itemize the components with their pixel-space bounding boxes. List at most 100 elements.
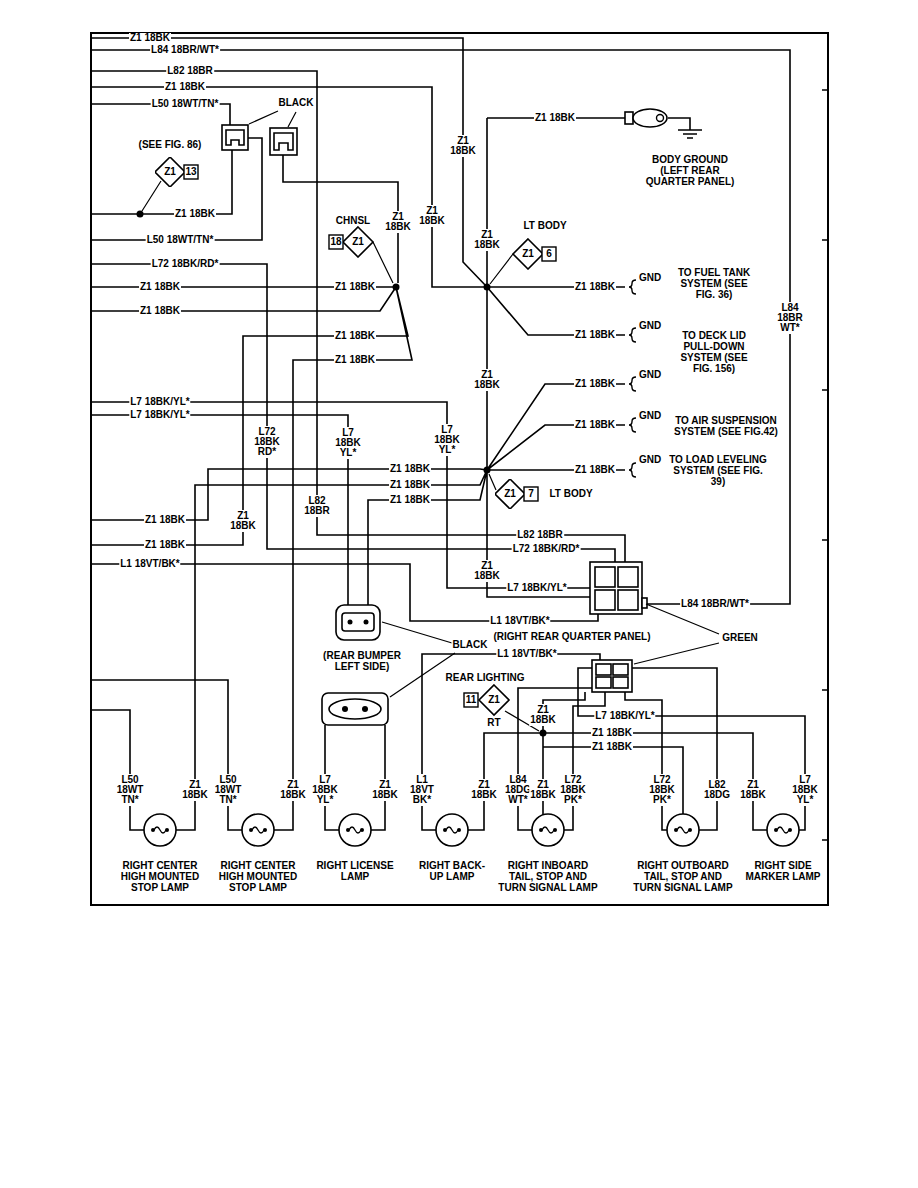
wire-label: Z1 18BK	[334, 282, 376, 292]
wire-label: Z1 18BK	[449, 135, 477, 157]
lamp-name: RIGHT CENTER HIGH MOUNTED STOP LAMP	[214, 860, 302, 893]
note-text: TO DECK LID PULL-DOWN SYSTEM (SEE FIG. 1…	[671, 330, 758, 374]
wire-label: L72 18BK RD*	[253, 426, 281, 458]
diamond-outline	[495, 479, 525, 509]
splice-label: CHNSL	[336, 216, 370, 226]
wire-label: GND	[638, 273, 662, 283]
splice-diamond: LT BODYZ16	[505, 218, 577, 270]
lamp-symbol	[496, 812, 600, 848]
lamp-caption-box: RIGHT BACK-UP LAMP	[417, 860, 487, 882]
lamp-name: RIGHT SIDE MARKER LAMP	[744, 860, 822, 882]
wire-label: L7 18BK/YL*	[594, 711, 655, 721]
diamond-outline	[155, 157, 185, 187]
wire-label: GREEN	[721, 633, 759, 643]
connector-cavity	[596, 677, 611, 688]
splice-label: Z1	[488, 695, 500, 705]
connector	[222, 125, 248, 150]
wire-label: BLACK	[278, 98, 315, 108]
wire-label: Z1 18BK	[181, 779, 209, 801]
wire-label: Z1 18BK	[334, 331, 376, 341]
lamp: RIGHT CENTER HIGH MOUNTED STOP LAMP	[214, 812, 302, 895]
lamp-name: RIGHT INBOARD TAIL, STOP AND TURN SIGNAL…	[496, 860, 600, 893]
wire-label: Z1 18BK	[473, 560, 501, 582]
wire-label: GND	[638, 455, 662, 465]
wire-label: L50 18WT/TN*	[146, 235, 215, 245]
lamp-contact	[263, 828, 267, 832]
splice-diamond: REAR LIGHTING11Z1RT	[430, 670, 530, 732]
wire-label: Z1 18BK	[279, 779, 307, 801]
lamp-contact	[774, 828, 778, 832]
lamp-contact	[539, 828, 543, 832]
splice-label: LT BODY	[523, 221, 566, 231]
connector-pin	[348, 620, 353, 625]
wire-label: Z1 18BK	[574, 465, 616, 475]
lamp-caption-box: RIGHT SIDE MARKER LAMP	[744, 860, 822, 882]
lamp-contact	[360, 828, 364, 832]
lamp-contact	[151, 828, 155, 832]
splice-label: 6	[546, 249, 552, 259]
lamp-contact	[165, 828, 169, 832]
ground-symbol	[678, 130, 702, 138]
lamp-bulb	[767, 814, 799, 846]
splice-dot	[484, 284, 491, 291]
lamp-contact	[553, 828, 557, 832]
wire-label: Z1 18BK	[389, 464, 431, 474]
wire-label: Z1 18BK	[574, 420, 616, 430]
splice-label: LT BODY	[549, 489, 592, 499]
gnd-bracket	[629, 280, 636, 477]
wire-label: L82 18BR	[516, 530, 564, 540]
lamp-bulb	[242, 814, 274, 846]
lamp-contact	[688, 828, 692, 832]
splice-number-box	[542, 247, 556, 261]
wire	[90, 38, 805, 830]
lamp-symbol	[744, 812, 822, 848]
wire-label: L50 18WT TN*	[214, 774, 243, 806]
wire-label: L1 18VT/BK*	[489, 616, 550, 626]
lamp-caption-box: RIGHT OUTBOARD TAIL, STOP AND TURN SIGNA…	[631, 860, 735, 893]
lamp: RIGHT BACK-UP LAMP	[417, 812, 487, 884]
lamp: RIGHT SIDE MARKER LAMP	[744, 812, 822, 884]
lamp: RIGHT CENTER HIGH MOUNTED STOP LAMP	[116, 812, 204, 895]
wire-label: L72 18BK/RD*	[512, 544, 581, 554]
wire-label: L72 18BK/RD*	[151, 259, 220, 269]
wire-label: L7 18BK YL*	[334, 427, 362, 459]
wire-label: GND	[638, 370, 662, 380]
connector-pin	[342, 706, 348, 712]
wire-label: GND	[638, 321, 662, 331]
frame-tick	[822, 90, 828, 840]
wire-label: Z1 18BK	[739, 779, 767, 801]
splice-label: Z1	[164, 167, 176, 177]
note-text: TO AIR SUSPENSION SYSTEM (SEE FIG.42)	[665, 415, 787, 437]
lamp-contact	[346, 828, 350, 832]
splice-label: 7	[528, 489, 534, 499]
lamp-contact	[443, 828, 447, 832]
splice-label: REAR LIGHTING	[446, 673, 525, 683]
wire-label: L82 18DG	[703, 779, 731, 801]
lamp-bulb	[667, 814, 699, 846]
splice-dot	[540, 730, 547, 737]
splice-dot	[484, 467, 491, 474]
splice-number-box	[464, 693, 478, 707]
wire-label: Z1 18BK	[139, 282, 181, 292]
lamp-filament	[777, 827, 789, 833]
lamp-contact	[674, 828, 678, 832]
connector-cavity	[613, 664, 628, 675]
diamond-outline	[479, 685, 509, 715]
wire-label: Z1 18BK	[473, 229, 501, 251]
wire-label: L84 18BR WT*	[776, 302, 804, 334]
wire-label: Z1 18BK	[473, 369, 501, 391]
connector-cavity	[595, 590, 615, 610]
wire-label: (RIGHT REAR QUARTER PANEL)	[492, 632, 651, 642]
wire-label: L82 18BR	[303, 495, 331, 517]
lamp-bulb	[436, 814, 468, 846]
connector	[322, 693, 388, 725]
wire-label: Z1 18BK	[418, 205, 446, 227]
lamp-symbol	[116, 812, 204, 848]
connector	[336, 605, 380, 640]
connector-cavity	[618, 567, 638, 587]
lamp-bulb	[532, 814, 564, 846]
diamond-outline	[513, 239, 543, 269]
wire-label: Z1 18BK	[139, 306, 181, 316]
splice-dot	[393, 284, 400, 291]
